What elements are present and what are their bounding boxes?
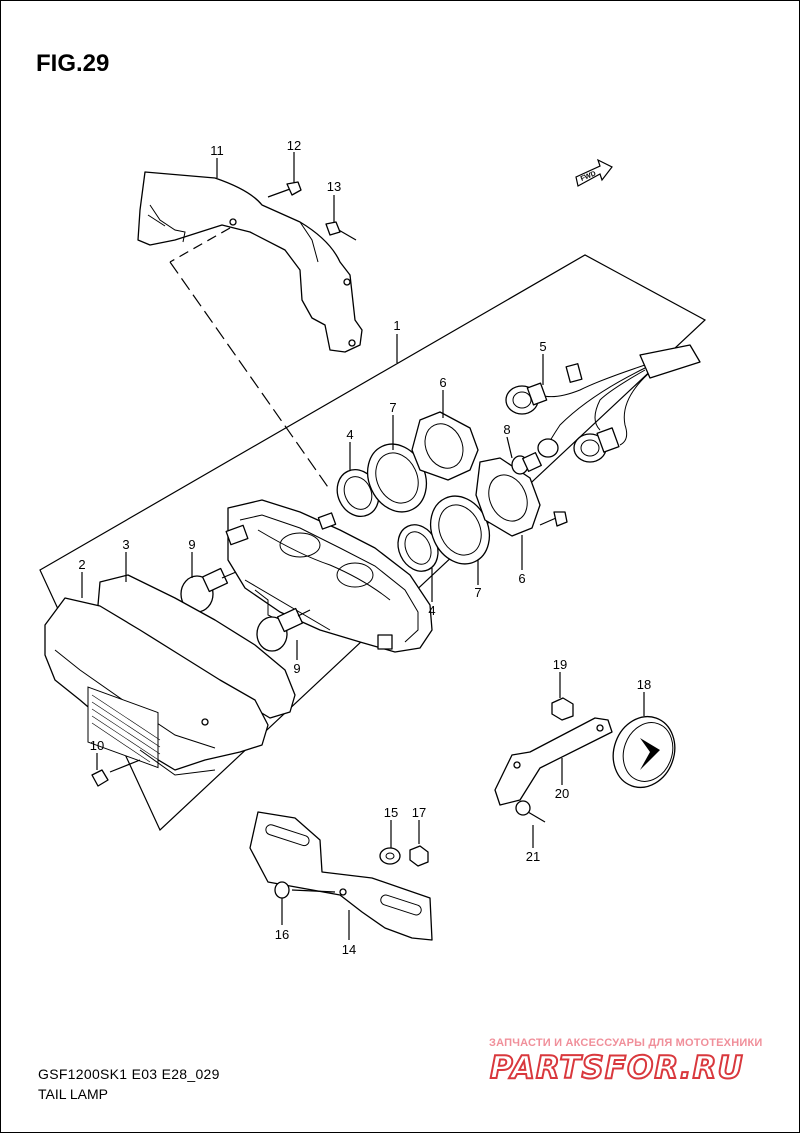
screw-part-21 [515,800,546,823]
nut-part-17 [409,845,429,867]
reflector-bracket-part-20 [494,717,613,806]
bulb-part-8 [511,452,542,475]
callout-17: 17 [412,805,426,820]
callout-3: 3 [122,537,129,552]
screw-part-10 [91,759,141,787]
callout-6-lower: 6 [518,571,525,586]
leader-line [169,227,231,263]
callout-16: 16 [275,927,289,942]
wiring-harness-part-5 [505,344,701,463]
lens-part-2 [44,597,269,776]
callout-4-upper: 4 [346,427,353,442]
figure-name: TAIL LAMP [38,1086,109,1102]
callout-14: 14 [342,942,356,957]
callout-21: 21 [526,849,540,864]
callout-1: 1 [393,318,400,333]
bulb-part-9-upper [180,567,237,613]
screw-part-13 [325,221,357,241]
callout-4-lower: 4 [428,603,435,618]
socket-ring-part-4-lower [397,524,439,572]
callout-9-lower: 9 [293,661,300,676]
callout-15: 15 [384,805,398,820]
callout-5: 5 [539,339,546,354]
figure-title: FIG.29 [36,50,110,77]
callout-8: 8 [503,422,510,437]
bulb-part-9-lower [256,607,311,652]
screw-gasket [539,511,568,527]
callout-9-upper: 9 [188,537,195,552]
callout-leaders [81,152,645,940]
gasket-part-6-upper [411,411,479,481]
callout-18: 18 [637,677,651,692]
callout-20: 20 [555,786,569,801]
bracket-part-11 [137,171,363,353]
callout-6-upper: 6 [439,375,446,390]
callout-19: 19 [553,657,567,672]
reflector-part-18 [612,715,676,789]
leader-line [169,261,331,491]
callout-7-lower: 7 [474,585,481,600]
washer-part-15 [379,847,401,865]
nut-part-19 [551,697,574,721]
callout-11: 11 [210,143,224,158]
watermark-tagline: ЗАПЧАСТИ И АКСЕССУАРЫ ДЛЯ МОТОТЕХНИКИ [489,1037,763,1049]
callout-10: 10 [90,738,104,753]
screw-part-16 [274,881,336,899]
figure-code: GSF1200SK1 E03 E28_029 [38,1066,220,1082]
callout-2: 2 [78,557,85,572]
reflector-hatch [91,694,161,763]
license-bracket-part-14 [249,811,433,941]
gasket-part-6-lower [475,457,541,537]
lamp-housing [225,499,433,653]
callout-13: 13 [327,179,341,194]
watermark-logo: PARTSFOR.RU [489,1049,744,1087]
callout-7-upper: 7 [389,400,396,415]
callout-12: 12 [287,138,301,153]
fwd-arrow-icon: FWD [575,158,613,187]
screw-part-12 [267,181,302,198]
